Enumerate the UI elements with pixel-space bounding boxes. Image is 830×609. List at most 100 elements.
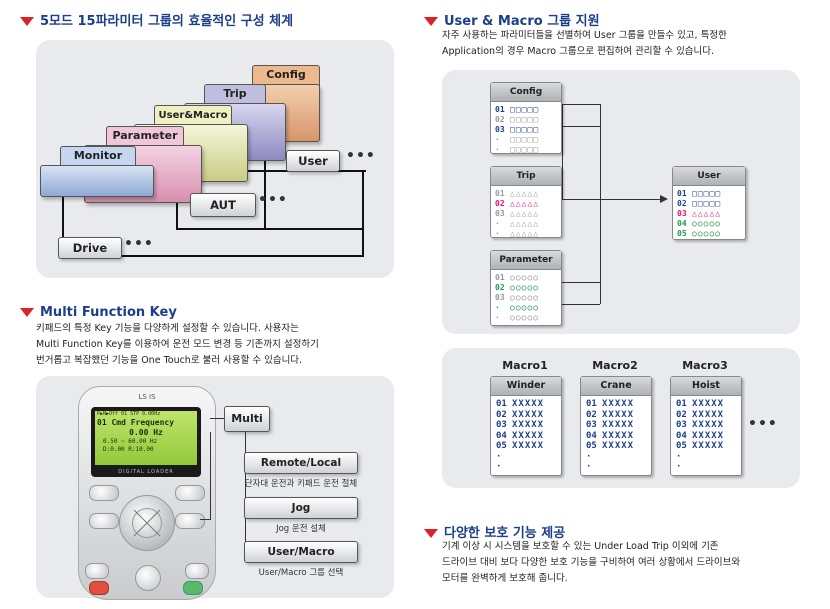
macro-row-symbols: XXXXX <box>512 409 545 420</box>
macro-row: · <box>676 462 692 472</box>
row-number: · <box>495 145 500 154</box>
row-symbols: □□□□□ <box>510 115 540 124</box>
red-arrow-icon <box>424 17 438 26</box>
macro-row-number: · <box>676 462 682 472</box>
folder-tab-parameter: Parameter <box>106 126 184 147</box>
macro-row-number: 04 <box>676 430 687 441</box>
keypad-button-red[interactable] <box>89 581 109 595</box>
keypad-button-mode[interactable] <box>89 485 119 501</box>
row-number: 01 <box>495 105 505 114</box>
macro-row: · <box>496 452 512 462</box>
group-row: 02□□□□□ <box>677 199 721 209</box>
macro-row-number: · <box>586 451 592 462</box>
group-row: 04○○○○○ <box>677 219 721 229</box>
tree-trunk <box>245 431 246 551</box>
row-symbols: ○○○○○ <box>510 303 540 312</box>
key-remote-local: Remote/Local <box>244 452 358 474</box>
macro-row-number: 02 <box>586 409 597 420</box>
group-row: 05 ○○○○○ <box>677 229 721 239</box>
keypad-button-green[interactable] <box>183 581 203 595</box>
multi-key-box: Multi <box>224 406 270 432</box>
multi-pointer-top <box>210 418 224 419</box>
row-symbols: ○○○○○ <box>510 313 540 322</box>
row-symbols: ○○○○○ <box>692 229 722 238</box>
section3-title: Multi Function Key <box>20 305 177 320</box>
macro-row: · <box>586 452 602 462</box>
macro-row-symbols: XXXXX <box>692 409 725 420</box>
link-v2 <box>600 104 601 304</box>
keypad-button-prog[interactable] <box>175 485 205 501</box>
vline-3 <box>362 170 364 257</box>
macro-row-symbols: XXXXX <box>602 430 635 441</box>
group-row: 01□□□□□ <box>495 105 539 115</box>
group-config: Config 01□□□□□02□□□□□03□□□□□·□□□□□·□□□□□ <box>490 82 562 154</box>
row-symbols: ○○○○○ <box>510 293 540 302</box>
macro-row-number: · <box>676 451 682 462</box>
macro-row-symbols: XXXXX <box>692 430 725 441</box>
vline-4 <box>62 190 64 257</box>
macro-row-symbols: XXXXX <box>692 420 725 430</box>
section2-title: User & Macro 그룹 지원 <box>424 10 600 29</box>
keypad-button-fwd[interactable] <box>85 563 109 579</box>
macro-row-symbols: XXXXX <box>602 420 635 430</box>
row-number: 02 <box>495 115 505 124</box>
bus-line-aut <box>176 228 362 230</box>
row-number: · <box>495 303 500 312</box>
keypad-button-rev[interactable] <box>185 563 209 579</box>
section1-title: 5모드 15파라미터 그룹의 효율적인 구성 체계 <box>20 10 293 29</box>
keypad-button-stop[interactable] <box>135 565 161 591</box>
row-symbols: ○○○○○ <box>510 273 540 282</box>
group-parameter: Parameter 01○○○○○02○○○○○03○○○○○·○○○○○·○○… <box>490 250 562 326</box>
keypad-nav-wheel[interactable] <box>119 495 175 551</box>
macro-row-number: 02 <box>676 409 687 420</box>
row-number: 03 <box>677 209 687 218</box>
key-user-macro-desc: User/Macro 그룹 선택 <box>258 568 344 578</box>
multi-key-panel: LS IS P▶N▶Off 01 STP 0.00Hz 01 Cmd Frequ… <box>36 376 394 600</box>
group-row: 02△△△△△ <box>495 199 539 209</box>
link-to-user <box>562 199 662 200</box>
lcd-screen: P▶N▶Off 01 STP 0.00Hz 01 Cmd Frequency 0… <box>95 411 197 465</box>
keypad-device: LS IS P▶N▶Off 01 STP 0.00Hz 01 Cmd Frequ… <box>78 386 216 600</box>
user-group-panel: Config 01□□□□□02□□□□□03□□□□□·□□□□□·□□□□□… <box>442 70 800 334</box>
group-row: 01□□□□□ <box>677 189 721 199</box>
row-number: 05 <box>677 229 687 238</box>
group-row: 03△△△△△ <box>677 209 721 219</box>
nav-cross-icon <box>133 509 161 537</box>
macro-row-number: 05 <box>586 441 597 451</box>
folder-tab-user-macro: User&Macro <box>154 105 232 126</box>
ellipsis-aut: ••• <box>258 192 288 208</box>
macro2-title: Macro2 <box>592 359 638 372</box>
key-jog: Jog <box>244 497 358 519</box>
ellipsis-drive: ••• <box>124 236 154 252</box>
row-symbols: △△△△△ <box>510 229 540 238</box>
keypad-button-esc[interactable] <box>89 513 119 529</box>
group-row: 01△△△△△ <box>495 189 539 199</box>
macro-row: · <box>676 452 692 462</box>
macro-row: 04 XXXXX <box>676 431 724 441</box>
section2-description: 자주 사용하는 파라미터들을 선별하여 User 그룹을 만들수 있고, 특정한… <box>442 30 727 57</box>
vline-2 <box>264 152 266 230</box>
vline-1 <box>176 195 178 228</box>
section4-description: 기계 이상 시 시스템을 보호할 수 있는 Under Load Trip 이외… <box>442 541 741 584</box>
param-group-panel: Config Trip User&Macro Parameter Monitor… <box>36 40 394 278</box>
link-config-03 <box>554 126 600 127</box>
group-row: 02 □□□□□ <box>495 115 539 125</box>
keypad-button-multi[interactable] <box>175 513 205 529</box>
macro-row-number: 01 <box>496 399 507 409</box>
red-arrow-icon <box>20 17 34 26</box>
keypad-brand: LS IS <box>138 393 156 401</box>
macro-row-symbols: XXXXX <box>692 441 725 451</box>
